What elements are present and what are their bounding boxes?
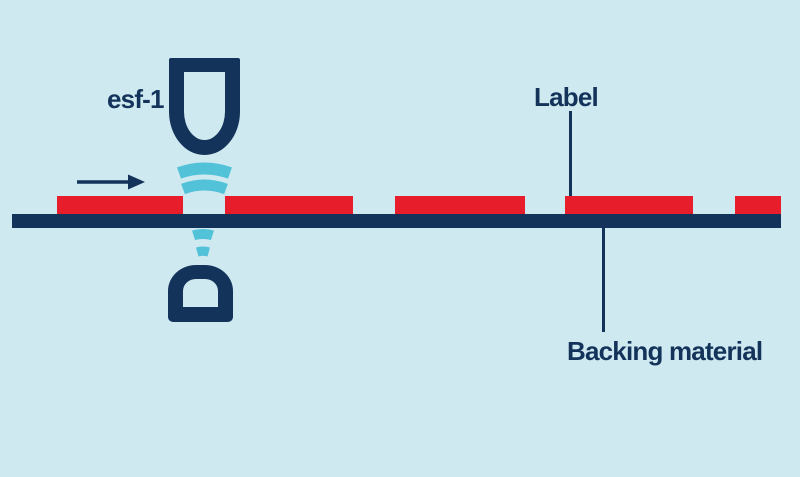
sensor-model-label: esf-1 bbox=[107, 84, 164, 114]
label-callout-line bbox=[569, 111, 572, 196]
label-rect bbox=[565, 196, 693, 214]
wave-arc-top-2 bbox=[181, 179, 228, 195]
label-callout-text: Label bbox=[534, 82, 599, 112]
wave-arc-bottom-1 bbox=[192, 229, 214, 240]
label-rect bbox=[225, 196, 353, 214]
wave-arc-top-1 bbox=[176, 162, 232, 179]
backing-callout-line bbox=[602, 228, 605, 332]
wave-arc-bottom-2 bbox=[196, 246, 210, 257]
label-rect bbox=[395, 196, 525, 214]
backing-callout-text: Backing material bbox=[567, 336, 763, 366]
ultrasonic-waves-icon bbox=[176, 162, 232, 257]
upper-transducer-icon bbox=[169, 58, 240, 155]
backing-material-web bbox=[12, 214, 781, 228]
arrow-right-icon bbox=[77, 174, 145, 190]
label-rect bbox=[57, 196, 183, 214]
lower-transducer-icon bbox=[168, 265, 233, 322]
label-rect bbox=[735, 196, 781, 214]
